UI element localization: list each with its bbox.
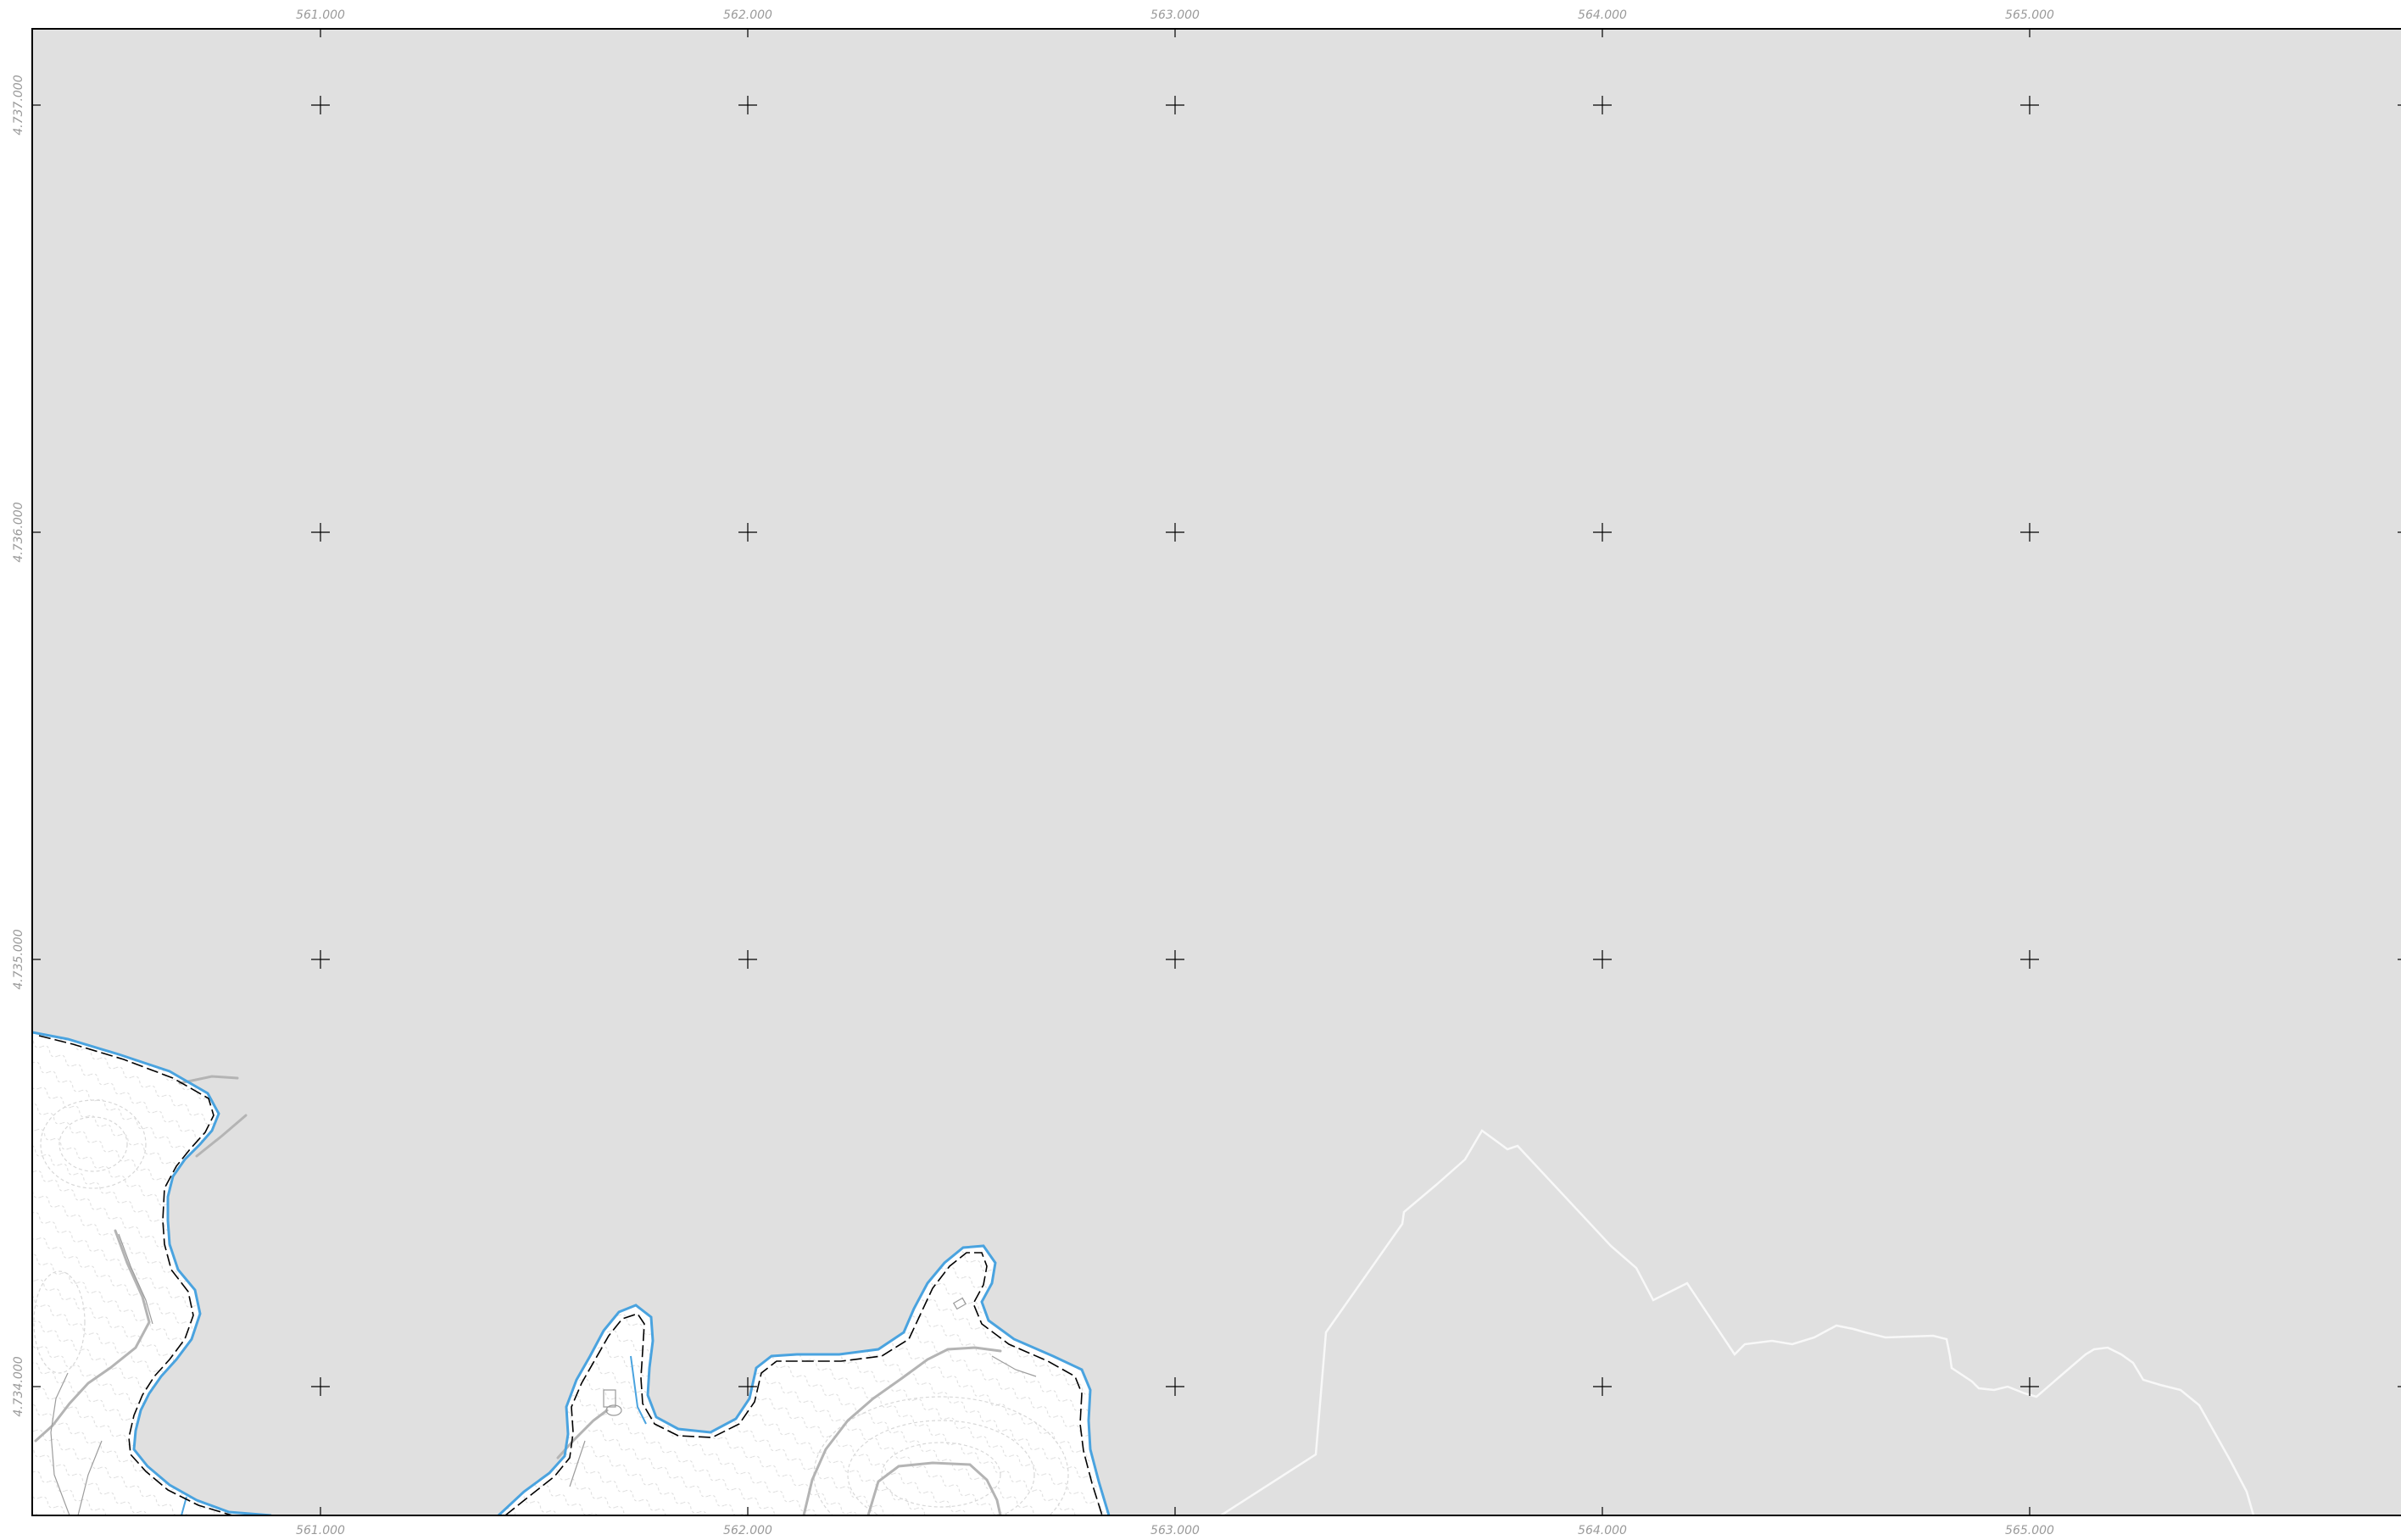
- easting-label-top-562000: 562.000: [723, 8, 772, 22]
- contour-lines-central: [499, 1246, 1109, 1515]
- northing-label-4737000: 4.737.000: [12, 75, 25, 135]
- inner-shoreline: [181, 1355, 647, 1515]
- map-frame: [31, 28, 2401, 1516]
- grid-crosses: [311, 96, 2039, 1396]
- railway-line: [38, 1035, 1103, 1515]
- frame-ticks: [32, 29, 2401, 1515]
- water-area: [32, 29, 2401, 1515]
- small-structures: [603, 1297, 967, 1416]
- northing-label-4735000: 4.735.000: [12, 929, 25, 989]
- easting-label-top-563000: 563.000: [1150, 8, 1200, 22]
- easting-label-bottom-561000: 561.000: [296, 1524, 345, 1537]
- northing-label-4734000: 4.734.000: [12, 1356, 25, 1416]
- easting-label-bottom-564000: 564.000: [1578, 1524, 1627, 1537]
- easting-label-top-564000: 564.000: [1578, 8, 1627, 22]
- northing-label-4736000: 4.736.000: [12, 502, 25, 562]
- easting-label-bottom-565000: 565.000: [2005, 1524, 2054, 1537]
- road-casing: [50, 1233, 1037, 1515]
- easting-label-bottom-562000: 562.000: [723, 1524, 772, 1537]
- easting-label-top-565000: 565.000: [2005, 8, 2054, 22]
- easting-label-top-561000: 561.000: [296, 8, 345, 22]
- contour-lines-west: [32, 1032, 271, 1515]
- shoreline: [32, 1031, 1111, 1515]
- easting-label-bottom-563000: 563.000: [1150, 1524, 1200, 1537]
- administrative-boundary: [1220, 1129, 2255, 1515]
